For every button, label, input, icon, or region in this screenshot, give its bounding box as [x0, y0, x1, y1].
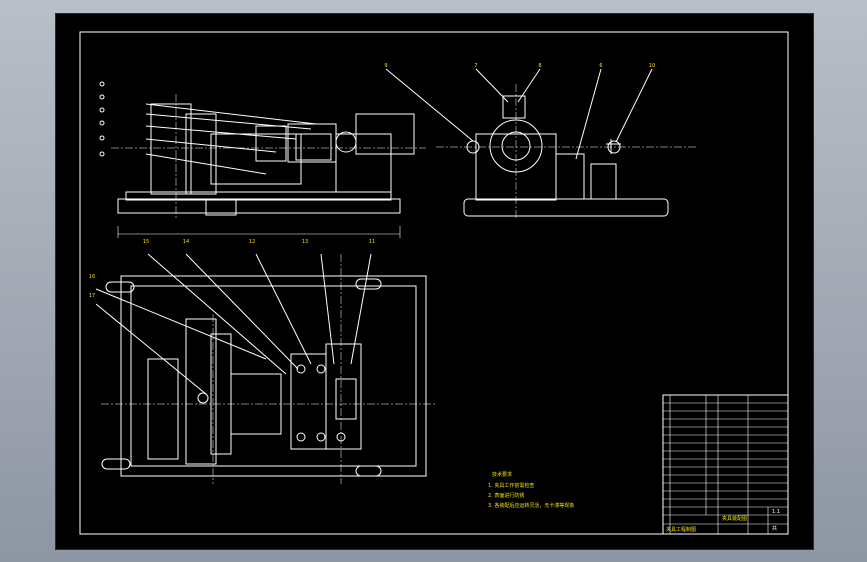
balloon-13: 13 [302, 239, 308, 245]
top-view [95, 253, 436, 484]
balloon-labels: 9 7 8 6 10 15 14 12 13 11 16 17 [89, 63, 655, 299]
note-line-1: 1. 夹具工作前需检查 [488, 482, 534, 489]
note-line-2: 2. 表面进行防锈 [488, 492, 524, 499]
balloon-15: 15 [143, 239, 149, 245]
balloon-7: 7 [474, 63, 477, 69]
balloon-9: 9 [384, 63, 387, 69]
title-block-scale: 1:1 [772, 509, 780, 515]
side-view [385, 68, 696, 219]
title-block-left-label: 夹具工程制图 [666, 526, 696, 533]
balloon-12: 12 [249, 239, 255, 245]
drawing-frame [79, 31, 789, 535]
cad-drawing: 技术要求 1. 夹具工作前需检查 2. 表面进行防锈 3. 各装配后应运转灵活，… [79, 31, 789, 535]
balloon-16: 16 [89, 274, 95, 280]
note-line-3: 3. 各装配后应运转灵活，无卡滞等现象 [488, 502, 574, 509]
title-block-sheet: 共 [772, 525, 777, 532]
balloon-17: 17 [89, 293, 95, 299]
technical-notes: 技术要求 1. 夹具工作前需检查 2. 表面进行防锈 3. 各装配后应运转灵活，… [488, 471, 574, 509]
front-view [99, 81, 426, 238]
title-block-center-label: 夹具装配图 [722, 515, 747, 522]
balloon-8: 8 [538, 63, 541, 69]
balloon-6: 6 [599, 63, 602, 69]
title-block: 夹具工程制图 夹具装配图 1:1 共 [662, 394, 789, 535]
notes-title: 技术要求 [492, 471, 512, 478]
balloon-10: 10 [649, 63, 655, 69]
drawing-sheet: 技术要求 1. 夹具工作前需检查 2. 表面进行防锈 3. 各装配后应运转灵活，… [55, 13, 814, 550]
balloon-14: 14 [183, 239, 189, 245]
balloon-11: 11 [369, 239, 375, 245]
